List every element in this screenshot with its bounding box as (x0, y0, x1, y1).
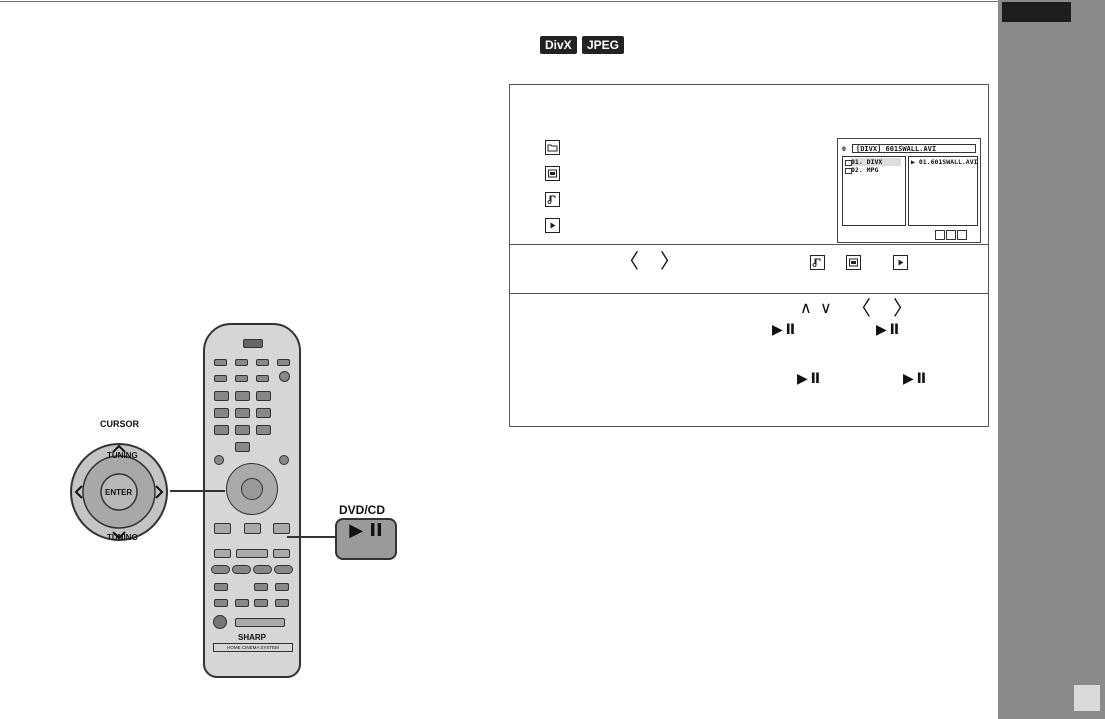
sidebar (998, 0, 1105, 719)
number-button[interactable] (214, 391, 229, 401)
play-pause-button[interactable] (214, 523, 231, 534)
jpeg-badge: JPEG (582, 36, 625, 54)
cursor-down-icon: ∨ (820, 298, 832, 317)
divx-badge: DivX (540, 36, 577, 54)
remote-button[interactable] (214, 583, 228, 591)
volume-up-button[interactable] (275, 583, 289, 591)
video-play-icon (545, 218, 560, 233)
folder-icon (545, 140, 560, 155)
folder-mini-icon (845, 168, 852, 174)
file-browser-screen: 0 [DIVX] 601SWALL.AVI 01. DIVX 02. MPG ▶… (837, 138, 981, 243)
top-rule (0, 1, 998, 2)
source-button[interactable] (274, 565, 293, 574)
remote-button[interactable] (279, 371, 290, 382)
remote-button[interactable] (256, 375, 269, 382)
cursor-left-icon: 〈 (619, 249, 639, 273)
remote-button[interactable] (256, 359, 269, 366)
file-list: ▶ 01.601SWALL.AVI (908, 156, 978, 226)
folder-list: 01. DIVX 02. MPG (842, 156, 906, 226)
remote-button[interactable] (214, 359, 227, 366)
remote-control: SHARP HOME CINEMA SYSTEM (203, 323, 301, 678)
folder-item-2[interactable]: 02. MPG (851, 166, 879, 174)
power-button[interactable] (213, 615, 227, 629)
slow-button[interactable] (244, 523, 261, 534)
play-pause-icon: ▶ II (903, 371, 926, 387)
play-pause-icon: ▶ II (876, 322, 899, 338)
remote-button[interactable] (214, 599, 228, 607)
page-number-box (1074, 685, 1100, 711)
remote-button[interactable] (235, 359, 248, 366)
stop-button[interactable] (236, 549, 268, 558)
remote-brand: SHARP (237, 633, 266, 642)
callout-line (287, 536, 335, 538)
dvd-cd-play-pause-button[interactable]: ▶ II (335, 518, 397, 560)
channel-down-button[interactable] (254, 599, 268, 607)
remote-button[interactable] (214, 455, 224, 465)
folder-mini-icon (845, 160, 852, 166)
volume-down-button[interactable] (275, 599, 289, 607)
play-pause-icon: ▶ II (349, 520, 383, 541)
play-pause-icon: ▶ II (797, 371, 820, 387)
subwoofer-level-button[interactable] (235, 618, 285, 627)
number-button[interactable] (235, 391, 250, 401)
music-icon (810, 255, 825, 270)
video-play-icon (893, 255, 908, 270)
number-button[interactable] (235, 442, 250, 452)
remote-button[interactable] (214, 375, 227, 382)
cursor-left-icon: 〈 (851, 296, 871, 320)
photo-icon (846, 255, 861, 270)
number-button[interactable] (214, 408, 229, 418)
tuning-bottom-label: TUNING (107, 533, 138, 542)
number-button[interactable] (214, 425, 229, 435)
music-icon[interactable] (935, 230, 945, 240)
cursor-right-icon: 〉 (893, 296, 913, 320)
remote-enter-button[interactable] (241, 478, 263, 500)
source-button[interactable] (232, 565, 251, 574)
callout-line (170, 490, 225, 492)
remote-button[interactable] (279, 455, 289, 465)
cursor-right-icon: 〉 (660, 249, 680, 273)
panel-divider-2 (509, 293, 989, 294)
photo-icon[interactable] (946, 230, 956, 240)
cursor-pad-zoom[interactable] (68, 419, 170, 547)
number-button[interactable] (235, 425, 250, 435)
cursor-label: CURSOR (100, 419, 140, 429)
folder-item-1[interactable]: 01. DIVX (851, 158, 901, 166)
music-icon (545, 192, 560, 207)
remote-button[interactable] (273, 549, 290, 558)
remote-model: HOME CINEMA SYSTEM (213, 643, 293, 652)
screen-index: 0 (842, 145, 846, 153)
number-button[interactable] (256, 425, 271, 435)
screen-title: [DIVX] 601SWALL.AVI (852, 144, 976, 153)
panel-divider-1 (509, 244, 989, 245)
instruction-panel (509, 84, 989, 427)
video-play-icon[interactable] (957, 230, 967, 240)
disc-icon[interactable] (243, 339, 263, 348)
remote-button[interactable] (214, 549, 231, 558)
number-button[interactable] (256, 391, 271, 401)
source-button[interactable] (253, 565, 272, 574)
number-button[interactable] (256, 408, 271, 418)
source-button[interactable] (211, 565, 230, 574)
tuning-top-label: TUNING (107, 451, 138, 460)
photo-icon (545, 166, 560, 181)
file-item-1[interactable]: ▶ 01.601SWALL.AVI (911, 158, 977, 166)
number-button[interactable] (235, 408, 250, 418)
remote-button[interactable] (235, 375, 248, 382)
section-tab (1002, 2, 1071, 22)
play-pause-icon: ▶ II (772, 322, 795, 338)
cursor-up-icon: ∧ (800, 298, 812, 317)
remote-button[interactable] (235, 599, 249, 607)
remote-button[interactable] (277, 359, 290, 366)
enter-label: ENTER (105, 488, 133, 497)
dvd-cd-label: DVD/CD (339, 503, 386, 517)
dvd-cd-button[interactable] (273, 523, 290, 534)
channel-up-button[interactable] (254, 583, 268, 591)
